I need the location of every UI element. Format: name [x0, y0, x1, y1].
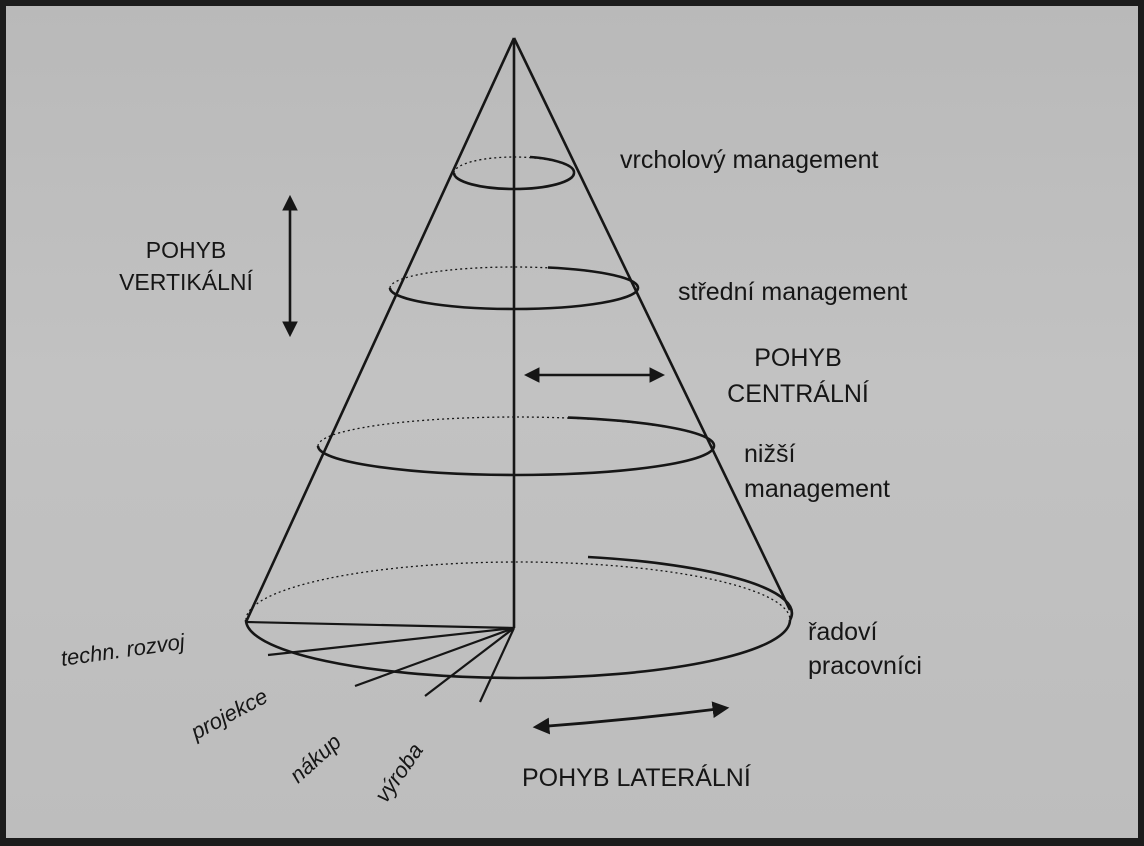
- ring-base-front: [244, 619, 792, 680]
- ring-middle-front: [388, 287, 640, 311]
- label-function-projection: projekce: [186, 683, 272, 745]
- label-vertical-movement-line1: POHYB: [146, 237, 227, 263]
- label-top-management: vrcholový management: [620, 146, 879, 174]
- label-lateral-movement: POHYB LATERÁLNÍ: [522, 763, 751, 792]
- ring-base-back-right: [587, 555, 794, 621]
- paper-page: [6, 6, 1138, 838]
- ring-top-front: [452, 172, 576, 191]
- label-function-purchase: nákup: [285, 729, 346, 788]
- label-function-production: výroba: [370, 738, 428, 806]
- label-workers-line1: řadoví: [808, 618, 878, 646]
- label-function-tech: techn. rozvoj: [59, 629, 187, 671]
- sector-line-4: [424, 627, 515, 697]
- ring-lower-front: [316, 445, 716, 477]
- sector-line-2: [267, 626, 515, 657]
- sector-line-5: [479, 627, 515, 703]
- lateral-movement-arrow: [532, 701, 730, 735]
- label-lower-management-line2: management: [744, 475, 890, 503]
- cone-right-edge: [512, 37, 792, 611]
- label-workers-line2: pracovníci: [808, 652, 922, 680]
- ring-top-back-right: [529, 155, 576, 174]
- label-middle-management: střední management: [678, 278, 907, 306]
- ring-middle-back-right: [547, 266, 640, 289]
- ring-lower-back: [317, 416, 715, 447]
- label-central-movement-line2: CENTRÁLNÍ: [727, 379, 869, 408]
- cone-left-edge: [244, 37, 516, 623]
- label-lower-management-line1: nižší: [744, 440, 795, 468]
- label-vertical-movement-line2: VERTIKÁLNÍ: [119, 269, 253, 295]
- sector-line-3: [354, 626, 515, 688]
- function-sector-lines: [245, 620, 515, 703]
- label-central-movement-line1: POHYB: [754, 344, 842, 372]
- cone: [244, 37, 794, 703]
- sector-line-1: [245, 620, 515, 630]
- ring-lower-back-right: [567, 416, 716, 447]
